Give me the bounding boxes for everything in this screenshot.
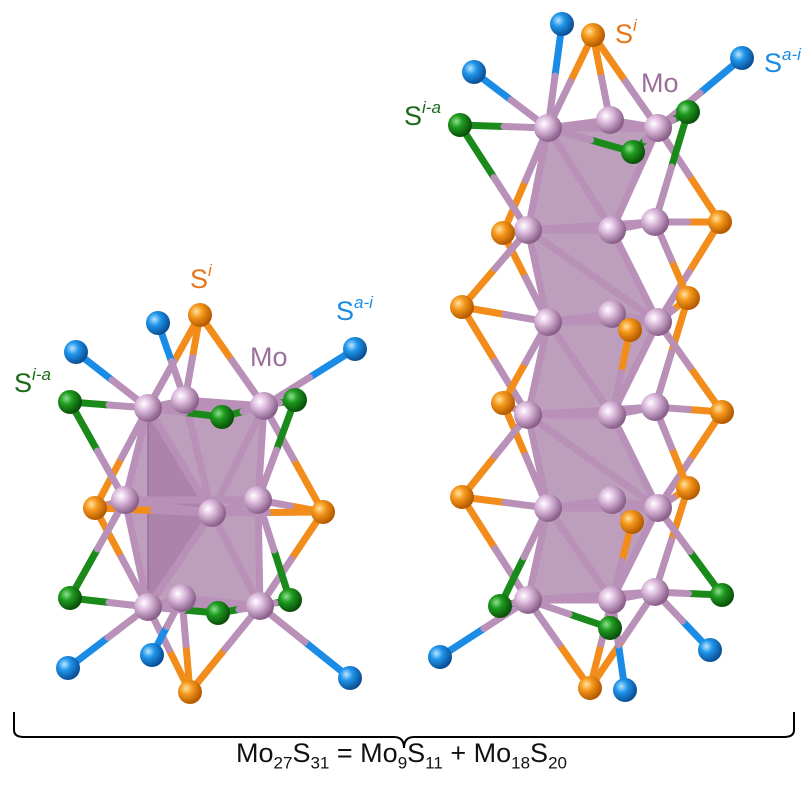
atom-mo-small <box>250 392 278 420</box>
atom-s-apical-small <box>64 340 88 364</box>
label-s-a-i-small: Sa-i <box>336 293 374 326</box>
atom-s-apical-large <box>462 60 486 84</box>
atom-s-inner-apical-large <box>488 594 512 618</box>
atom-mo-small <box>168 584 196 612</box>
label-mo-large: Mo <box>641 68 679 98</box>
atom-s-inner-apical-small <box>283 388 307 412</box>
brace <box>13 712 795 749</box>
atom-mo-large <box>514 216 542 244</box>
atom-s-inner-large <box>710 400 734 424</box>
atom-s-inner-apical-large <box>448 113 472 137</box>
label-s-i-a-small: Si-a <box>14 365 51 398</box>
formula: Mo27S31 = Mo9S11 + Mo18S20 <box>236 738 567 773</box>
atom-s-inner-large <box>450 295 474 319</box>
atom-mo-large <box>644 494 672 522</box>
atom-s-inner-apical-small <box>210 405 234 429</box>
atom-mo-large <box>641 578 669 606</box>
atom-mo-large <box>514 401 542 429</box>
atom-s-apical-large <box>428 645 452 669</box>
atom-mo-large <box>598 300 626 328</box>
atom-mo-large <box>644 308 672 336</box>
atom-s-inner-large <box>708 210 732 234</box>
atom-mo-small <box>171 386 199 414</box>
atom-mo-small <box>134 593 162 621</box>
atom-s-inner-large <box>676 476 700 500</box>
atom-s-apical-small <box>56 656 80 680</box>
atom-mo-large <box>596 106 624 134</box>
atom-s-inner-large <box>618 318 642 342</box>
atom-s-inner-apical-large <box>621 140 645 164</box>
atom-mo-large <box>534 308 562 336</box>
atom-mo-large <box>641 393 669 421</box>
label-s-i-large: Si <box>615 16 638 49</box>
atom-mo-small <box>111 486 139 514</box>
atoms <box>56 12 754 704</box>
label-mo-small: Mo <box>250 342 288 372</box>
atom-mo-large <box>514 586 542 614</box>
atom-mo-large <box>598 401 626 429</box>
atom-mo-large <box>534 494 562 522</box>
atom-s-inner-large <box>450 485 474 509</box>
label-s-i-small: Si <box>190 261 213 294</box>
atom-s-inner-small <box>178 680 202 704</box>
atom-s-apical-small <box>146 311 170 335</box>
label-s-i-a-large: Si-a <box>404 98 441 131</box>
atom-mo-small <box>198 499 226 527</box>
atom-mo-small <box>244 486 272 514</box>
atom-s-apical-large <box>698 638 722 662</box>
atom-s-inner-apical-small <box>278 588 302 612</box>
atom-s-inner-apical-small <box>206 601 230 625</box>
atom-s-apical-large <box>730 46 754 70</box>
atom-s-inner-apical-small <box>58 586 82 610</box>
atom-s-inner-large <box>491 221 515 245</box>
atom-s-inner-apical-large <box>710 583 734 607</box>
atom-s-inner-apical-small <box>58 390 82 414</box>
atom-s-inner-small <box>311 500 335 524</box>
atom-s-inner-large <box>620 510 644 534</box>
atom-mo-small <box>246 592 274 620</box>
atom-mo-large <box>598 216 626 244</box>
atom-s-apical-large <box>550 12 574 36</box>
atom-s-inner-apical-large <box>676 100 700 124</box>
atom-mo-large <box>644 114 672 142</box>
atom-s-inner-large <box>581 23 605 47</box>
atom-s-apical-large <box>613 678 637 702</box>
atom-s-inner-apical-large <box>598 616 622 640</box>
atom-s-apical-small <box>343 337 367 361</box>
atom-mo-large <box>534 114 562 142</box>
atom-s-apical-small <box>140 643 164 667</box>
atom-s-inner-large <box>676 286 700 310</box>
atom-mo-large <box>598 586 626 614</box>
atom-s-inner-small <box>83 496 107 520</box>
atom-mo-large <box>641 208 669 236</box>
atom-s-apical-small <box>338 666 362 690</box>
atom-s-inner-large <box>491 391 515 415</box>
atom-mo-small <box>134 394 162 422</box>
atom-s-inner-small <box>188 303 212 327</box>
label-s-a-i-large: Sa-i <box>764 45 802 78</box>
atom-mo-large <box>598 486 626 514</box>
atom-s-inner-large <box>578 676 602 700</box>
